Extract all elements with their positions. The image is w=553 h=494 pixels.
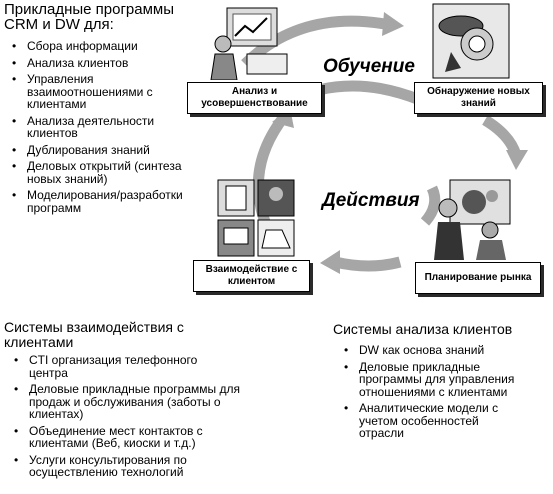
top-left-title: Прикладные программы CRM и DW для: — [4, 2, 174, 32]
list-item: CTI организация телефонного центра — [7, 354, 219, 379]
list-item: Анализа клиентов — [5, 56, 215, 70]
bottom-left-list: CTI организация телефонного центра Делов… — [7, 354, 247, 483]
interaction-box: Взаимодействие с клиентом — [193, 260, 310, 292]
list-item: Сбора информации — [5, 40, 215, 53]
arrowhead-bottom — [320, 250, 340, 274]
list-item: Анализа деятельности клиентов — [5, 114, 197, 140]
list-item: Аналитические модели с учетом особенност… — [337, 402, 524, 440]
label-learning: Обучение — [323, 56, 415, 77]
arrow-right-lower — [420, 185, 441, 226]
top-left-title-line2: CRM и DW для: — [4, 16, 114, 33]
list-item: Дублирования знаний — [5, 143, 215, 157]
planning-illustration — [434, 179, 511, 260]
list-item: Объединение мест контактов с клиентами (… — [7, 424, 254, 450]
planning-box-label: Планирование рынка — [424, 272, 532, 283]
arrow-right-upper — [482, 115, 522, 157]
list-item: Деловых открытий (синтеза новых знаний) — [5, 160, 217, 185]
discovery-illustration — [432, 3, 510, 79]
discovery-box-label: Обнаружение новых знаний — [427, 86, 530, 109]
arrow-top — [241, 15, 386, 68]
list-item: Моделирования/разработки программ — [5, 189, 227, 214]
arrow-bottom — [333, 256, 402, 272]
analysis-illustration — [210, 7, 288, 80]
planning-box: Планирование рынка — [415, 262, 541, 294]
arrowhead-top — [382, 12, 404, 36]
arrowhead-right — [506, 150, 528, 170]
list-item: Деловые прикладные программы для управле… — [337, 360, 544, 399]
list-item: Услуги консультирования по осуществлению… — [7, 453, 239, 479]
top-left-title-line1: Прикладные программы — [4, 1, 175, 18]
list-item: Управления взаимоотношениями с клиентами — [5, 73, 177, 111]
list-item: Деловые прикладные программы для продаж … — [7, 383, 244, 421]
bottom-right-title: Системы анализа клиентов — [333, 321, 513, 337]
list-item: DW как основа знаний — [337, 344, 547, 357]
bottom-left-title-line2: клиентами — [4, 334, 74, 350]
bottom-left-title: Системы взаимодействия с клиентами — [4, 320, 184, 350]
analysis-box-label: Анализ и усовершенствование — [201, 86, 308, 109]
discovery-box: Обнаружение новых знаний — [414, 82, 543, 114]
interaction-box-label: Взаимодействие с клиентом — [205, 264, 298, 287]
interaction-illustration — [217, 179, 295, 257]
bottom-left-title-line1: Системы взаимодействия с — [4, 319, 184, 335]
bottom-right-list: DW как основа знаний Деловые прикладные … — [337, 344, 547, 444]
top-left-list: Сбора информации Анализа клиентов Управл… — [5, 40, 215, 218]
analysis-box: Анализ и усовершенствование — [187, 82, 322, 114]
label-actions: Действия — [322, 190, 420, 211]
